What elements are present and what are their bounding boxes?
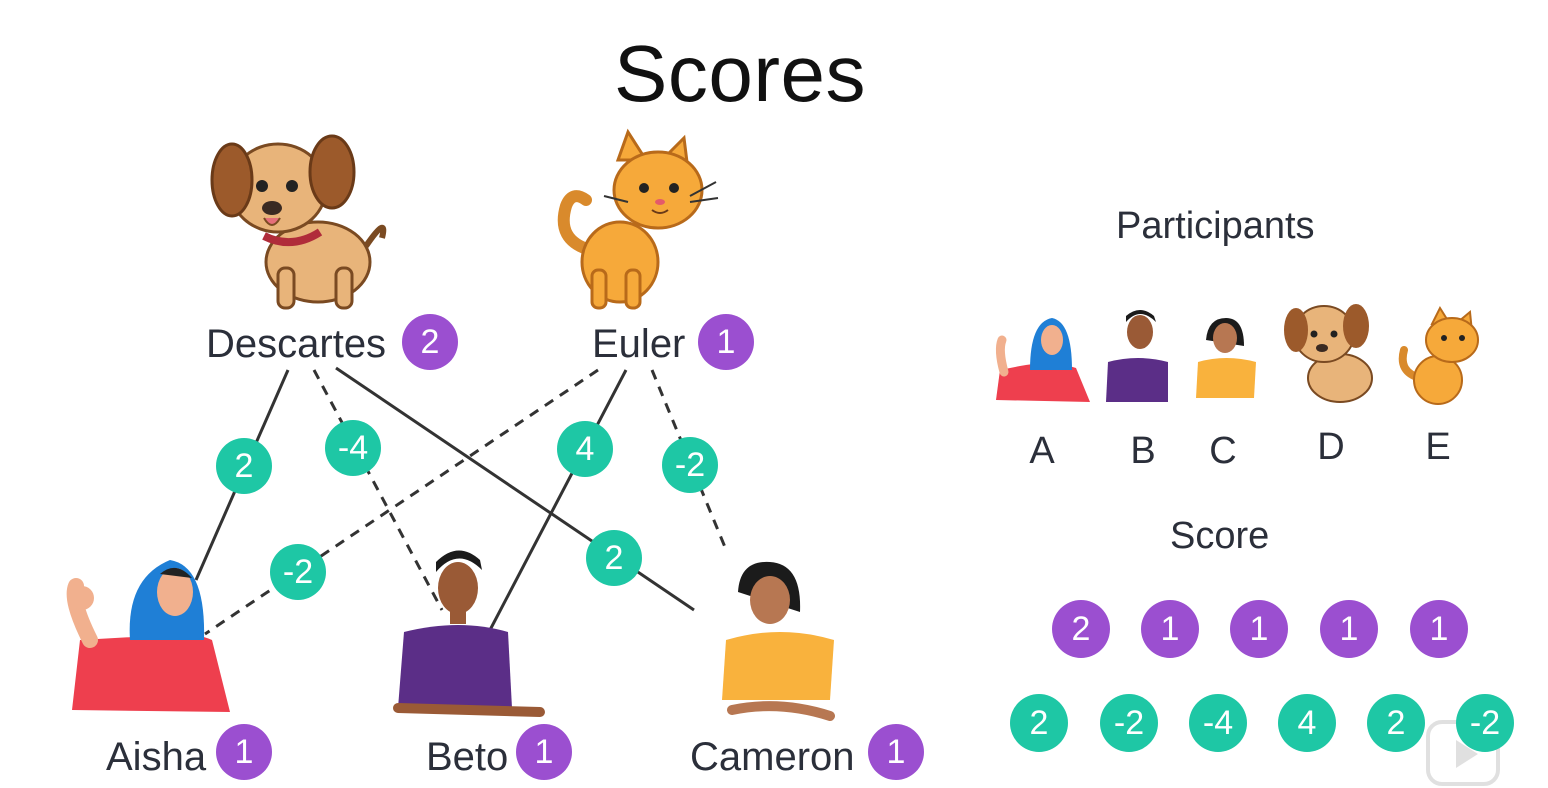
cat-icon [557,128,719,310]
edge-euler-aisha [204,368,599,636]
score-badge-aisha: 1 [216,724,272,780]
participant-letter-d: D [1317,426,1345,468]
participant-letter-b: B [1130,430,1156,472]
score-badge-euler: 1 [698,314,754,370]
participant-d-dog-icon [1284,304,1373,403]
panel-score-d: 1 [1320,600,1378,658]
node-label-cameron: Cameron [690,735,855,779]
beto-avatar [393,550,545,717]
participant-a-avatar [995,318,1090,402]
participant-letter-c: C [1209,430,1237,472]
panel-edge-score-2: -2 [1100,694,1158,752]
edge-weight-euler-cameron: -2 [662,437,718,493]
participant-b-avatar [1106,310,1168,402]
cameron-avatar [722,561,835,721]
edge-weight-descartes-beto: -4 [325,420,381,476]
participants-heading: Participants [1116,205,1315,247]
panel-score-c: 1 [1230,600,1288,658]
edge-descartes-cameron [335,366,695,612]
panel-score-e: 1 [1410,600,1468,658]
participant-e-cat-icon [1398,305,1479,405]
participant-letter-e: E [1425,426,1451,468]
node-label-euler: Euler [592,322,686,366]
aisha-avatar [66,560,230,712]
edge-euler-beto [488,369,628,631]
score-badge-descartes: 2 [402,314,458,370]
panel-score-a: 2 [1052,600,1110,658]
panel-edge-score-5: 2 [1367,694,1425,752]
score-heading: Score [1170,515,1270,557]
panel-score-b: 1 [1141,600,1199,658]
panel-edge-score-4: 4 [1278,694,1336,752]
participant-c-avatar [1196,318,1256,398]
panel-edge-score-1: 2 [1010,694,1068,752]
node-label-aisha: Aisha [106,735,207,779]
dog-icon [210,134,387,310]
edge-weight-euler-beto: 4 [557,421,613,477]
edge-weight-euler-aisha: -2 [270,544,326,600]
page-title: Scores [614,29,866,118]
node-label-beto: Beto [426,735,509,779]
panel-edge-score-6: -2 [1456,694,1514,752]
edge-weight-descartes-cameron: 2 [586,530,642,586]
panel-edge-score-3: -4 [1189,694,1247,752]
node-label-descartes: Descartes [206,322,387,366]
score-badge-beto: 1 [516,724,572,780]
participant-letter-a: A [1029,430,1055,472]
edge-descartes-beto [312,369,444,611]
score-badge-cameron: 1 [868,724,924,780]
edge-weight-descartes-aisha: 2 [216,438,272,494]
